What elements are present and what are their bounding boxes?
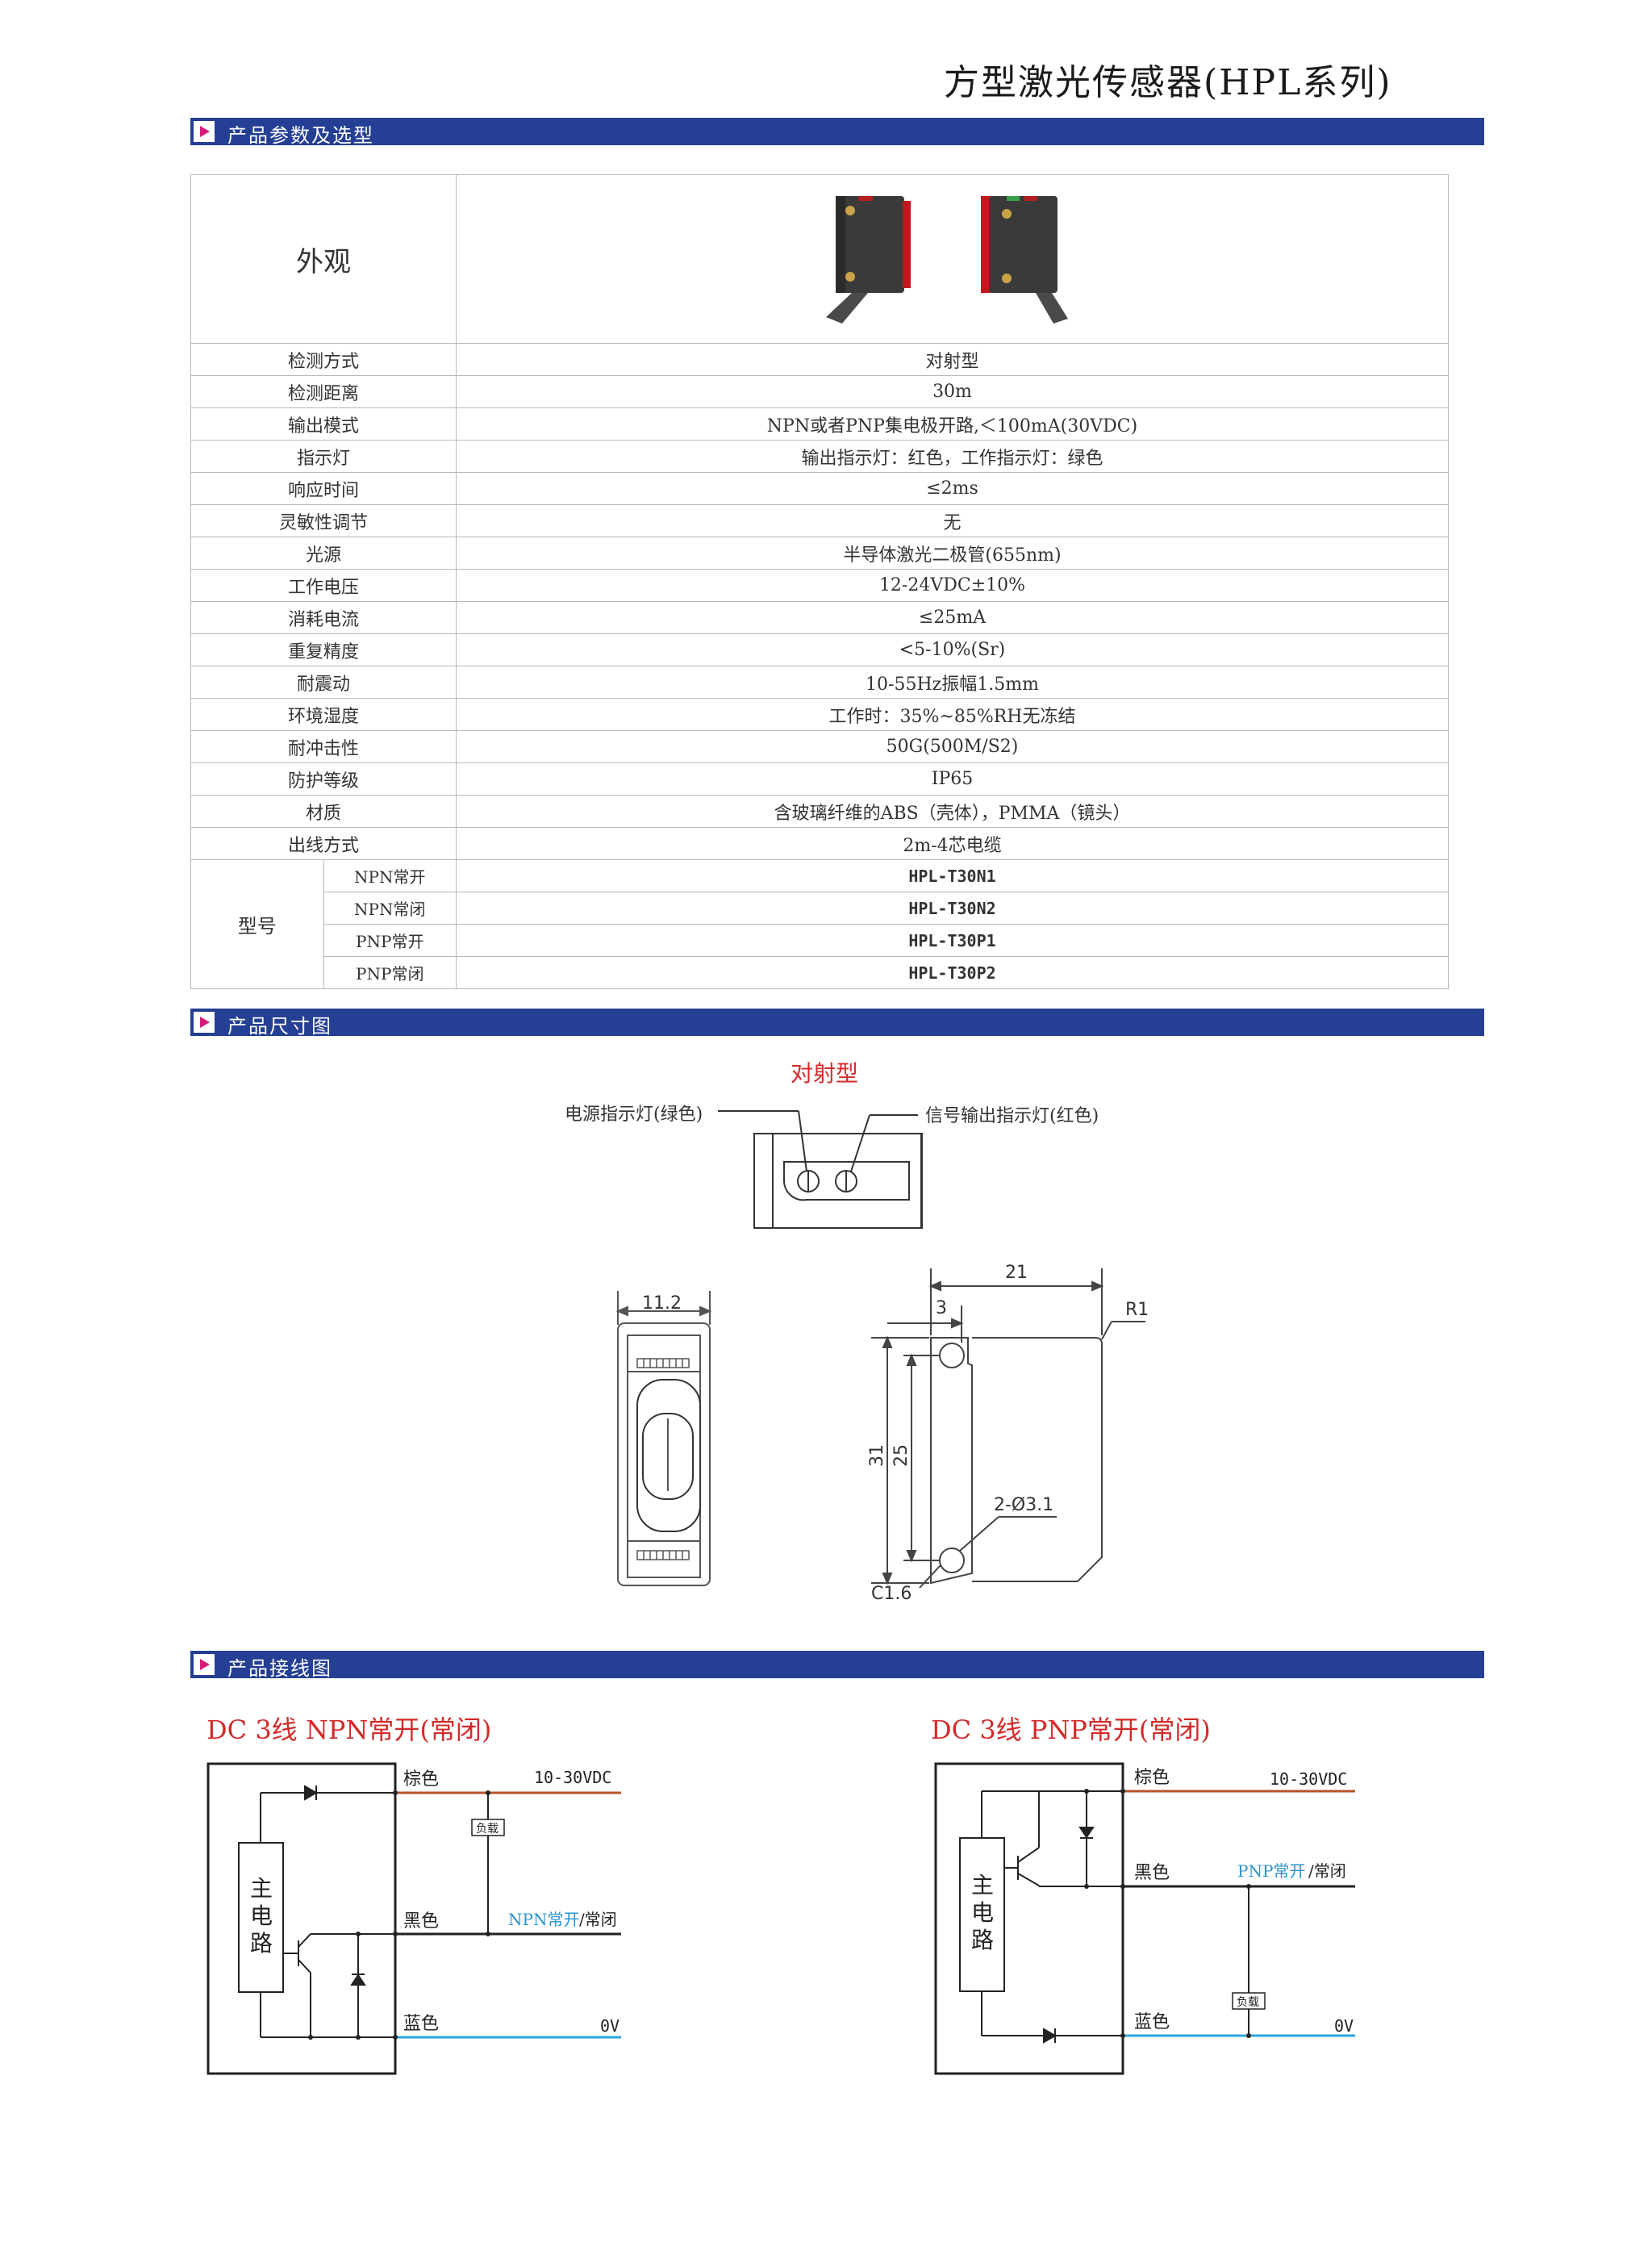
svg-text:/常闭: /常闭 [579, 1910, 617, 1929]
model-row: PNP常开 HPL-T30P1 [191, 924, 1449, 957]
power-led-label: 电源指示灯(绿色) [565, 1105, 703, 1125]
svg-text:0V: 0V [1334, 2016, 1354, 2036]
svg-text:NPN常开: NPN常开 [508, 1910, 579, 1929]
model-row: 型号 NPN常开 HPL-T30N1 [190, 859, 1449, 989]
svg-text:黑色: 黑色 [1134, 1863, 1170, 1883]
svg-text:路: 路 [971, 1927, 994, 1953]
dim-21: 21 [1005, 1263, 1028, 1283]
spec-row: 光源半导体激光二极管(655nm) [190, 537, 1449, 570]
dim-3: 3 [936, 1298, 947, 1318]
side-view [871, 1268, 1145, 1589]
svg-text:电: 电 [971, 1899, 994, 1926]
spec-row: 指示灯输出指示灯：红色，工作指示灯：绿色 [190, 440, 1449, 473]
svg-text:棕色: 棕色 [403, 1769, 439, 1790]
model-row: NPN常闭 HPL-T30N2 [191, 892, 1449, 925]
signal-led-label: 信号输出指示灯(红色) [925, 1106, 1099, 1126]
svg-text:棕色: 棕色 [1134, 1768, 1170, 1788]
svg-text:黑色: 黑色 [403, 1911, 439, 1932]
appearance-label: 外观 [190, 174, 457, 344]
sensor-photo-left [825, 196, 911, 324]
top-view [718, 1110, 923, 1229]
page-title: 方型激光传感器(HPL系列) [944, 62, 1392, 103]
width-dim: 11.2 [642, 1293, 682, 1314]
svg-text:电: 电 [250, 1903, 273, 1929]
spec-table: 外观 [190, 174, 1449, 989]
pnp-wiring-diagram: DC 3线 PNP常开(常闭) 主 电 路 [931, 1715, 1355, 2075]
section-title: 产品尺寸图 [227, 1015, 332, 1038]
model-label: 型号 [190, 859, 324, 989]
svg-text:0V: 0V [600, 2016, 620, 2036]
svg-text:负载: 负载 [476, 1823, 499, 1836]
sensor-photo-icon [825, 196, 1068, 324]
dim-hole: 2-Ø3.1 [994, 1495, 1053, 1515]
dimension-title: 对射型 [791, 1060, 858, 1087]
spec-row: 响应时间≤2ms [190, 472, 1449, 505]
spec-row: 材质含玻璃纤维的ABS（壳体），PMMA（镜头） [190, 795, 1449, 828]
dim-chamfer: C1.6 [871, 1584, 912, 1604]
svg-text:主: 主 [250, 1875, 273, 1902]
section-bar-wiring: 产品接线图 [190, 1651, 1484, 1680]
svg-text:10-30VDC: 10-30VDC [1270, 1769, 1347, 1789]
svg-text:蓝色: 蓝色 [403, 2014, 439, 2034]
svg-text:负载: 负载 [1237, 1996, 1259, 2009]
model-row: PNP常闭 HPL-T30P2 [191, 956, 1449, 989]
front-view [615, 1291, 712, 1586]
svg-text:/常闭: /常闭 [1308, 1861, 1346, 1881]
svg-text:路: 路 [250, 1930, 273, 1957]
spec-row: 消耗电流≤25mA [190, 601, 1449, 634]
section-bar-dims: 产品尺寸图 [190, 1009, 1484, 1038]
svg-text:主: 主 [971, 1872, 994, 1898]
dim-r1: R1 [1125, 1300, 1149, 1320]
npn-title: DC 3线 NPN常开(常闭) [206, 1715, 491, 1745]
section-marker-icon [194, 121, 215, 142]
section-marker-icon [194, 1654, 215, 1675]
section-bar-params: 产品参数及选型 [190, 118, 1484, 147]
pnp-title: DC 3线 PNP常开(常闭) [931, 1715, 1211, 1745]
svg-text:PNP常开: PNP常开 [1237, 1861, 1305, 1881]
appearance-row: 外观 [190, 174, 1449, 344]
svg-text:10-30VDC: 10-30VDC [534, 1768, 611, 1787]
product-photos [456, 174, 1449, 344]
npn-wiring-diagram: DC 3线 NPN常开(常闭) 主 电 路 [206, 1715, 621, 2075]
spec-row: 环境湿度工作时：35%~85%RH无冻结 [190, 698, 1449, 731]
section-marker-icon [194, 1012, 215, 1033]
svg-text:蓝色: 蓝色 [1134, 2012, 1170, 2032]
spec-row: 重复精度<5-10%(Sr) [190, 633, 1449, 666]
spec-row: 检测方式对射型 [190, 343, 1449, 376]
spec-row: 灵敏性调节无 [190, 504, 1449, 537]
sensor-photo-right [980, 196, 1068, 324]
dim-25: 25 [891, 1444, 912, 1467]
section-title: 产品参数及选型 [227, 124, 374, 147]
dim-31: 31 [867, 1444, 887, 1467]
section-title: 产品接线图 [227, 1657, 332, 1680]
